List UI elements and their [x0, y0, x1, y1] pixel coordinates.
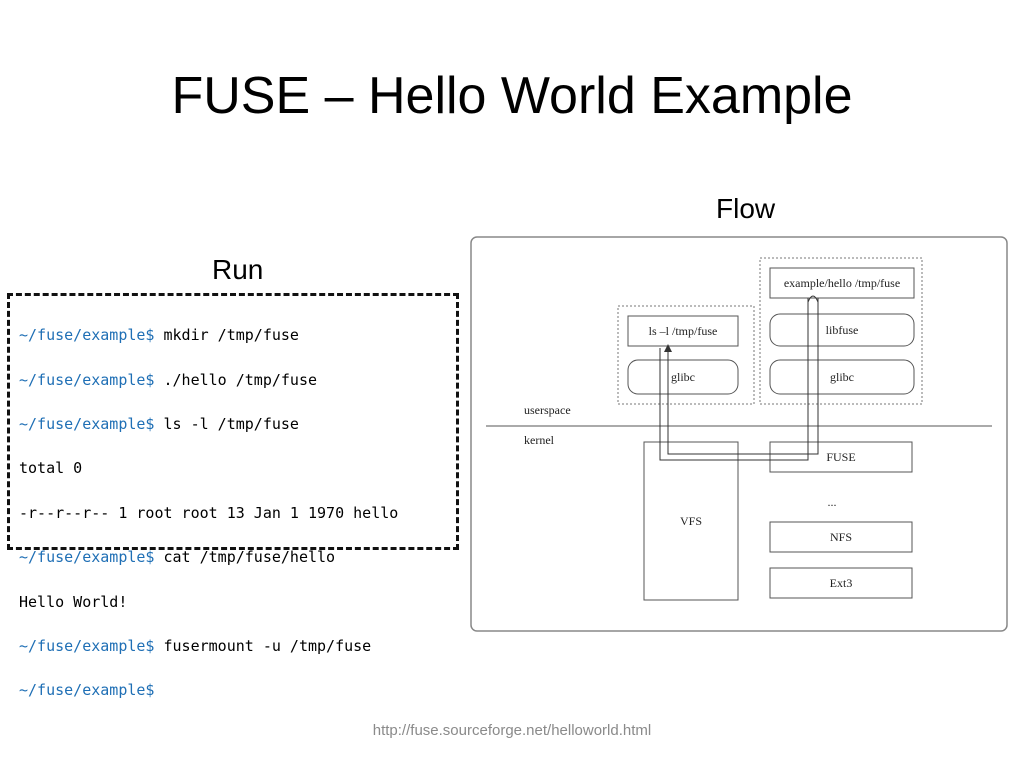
vfs-text: VFS [680, 514, 702, 528]
output-text: Hello World! [19, 592, 128, 611]
terminal-line: ~/fuse/example$ fusermount -u /tmp/fuse [19, 635, 398, 657]
nfs-box [769, 521, 913, 553]
shell-prompt: ~/fuse/example$ [19, 637, 155, 656]
ls-command-text: ls –l /tmp/fuse [649, 324, 718, 338]
terminal-line: ~/fuse/example$ [19, 679, 398, 701]
kernel-label: kernel [524, 433, 555, 447]
example-hello-box [769, 267, 915, 299]
example-process-group [759, 257, 923, 405]
glibc-left-box [627, 359, 739, 395]
output-text: total 0 [19, 459, 83, 478]
shell-prompt: ~/fuse/example$ [19, 370, 155, 389]
glibc-right-box [769, 359, 915, 395]
ls-process-group [617, 305, 755, 405]
terminal-line: ~/fuse/example$ ./hello /tmp/fuse [19, 369, 398, 391]
shell-prompt: ~/fuse/example$ [19, 326, 155, 345]
libfuse-box [769, 313, 915, 347]
shell-prompt: ~/fuse/example$ [19, 415, 155, 434]
output-text: -r--r--r-- 1 root root 13 Jan 1 1970 hel… [19, 503, 399, 522]
terminal-output-box: ~/fuse/example$ mkdir /tmp/fuse ~/fuse/e… [7, 293, 459, 699]
terminal-lines: ~/fuse/example$ mkdir /tmp/fuse ~/fuse/e… [19, 302, 398, 746]
shell-prompt: ~/fuse/example$ [19, 681, 155, 700]
flow-label: Flow [716, 193, 776, 224]
terminal-line: ~/fuse/example$ ls -l /tmp/fuse [19, 413, 398, 435]
command-text: mkdir /tmp/fuse [154, 326, 299, 345]
more-filesystems-ellipsis: ... [828, 495, 837, 509]
ext3-box [769, 567, 913, 599]
command-text: fusermount -u /tmp/fuse [154, 637, 372, 656]
terminal-line: -r--r--r-- 1 root root 13 Jan 1 1970 hel… [19, 502, 398, 524]
shell-prompt: ~/fuse/example$ [19, 548, 155, 567]
terminal-line: ~/fuse/example$ cat /tmp/fuse/hello [19, 546, 398, 568]
vfs-box [643, 441, 739, 601]
run-label: Run [212, 254, 264, 285]
fuse-kernel-text: FUSE [826, 450, 855, 464]
flow-path-loop [807, 295, 819, 303]
command-text: ls -l /tmp/fuse [154, 415, 299, 434]
terminal-line: Hello World! [19, 591, 398, 613]
flow-path-return [664, 298, 819, 455]
terminal-line: ~/fuse/example$ mkdir /tmp/fuse [19, 324, 398, 346]
ext3-text: Ext3 [830, 576, 853, 590]
flow-path-call [659, 298, 809, 461]
libfuse-text: libfuse [826, 323, 859, 337]
source-link[interactable]: http://fuse.sourceforge.net/helloworld.h… [372, 722, 652, 739]
command-text: cat /tmp/fuse/hello [154, 548, 336, 567]
terminal-line: total 0 [19, 457, 398, 479]
slide-title: FUSE – Hello World Example [171, 67, 853, 125]
glibc-right-text: glibc [830, 370, 854, 384]
command-text: ./hello /tmp/fuse [154, 370, 318, 389]
userspace-label: userspace [524, 403, 571, 417]
fuse-kernel-box [769, 441, 913, 473]
ls-command-box [627, 315, 739, 347]
nfs-text: NFS [830, 530, 852, 544]
example-hello-text: example/hello /tmp/fuse [784, 276, 900, 290]
fuse-flow-diagram: ls –l /tmp/fuse glibc example/hello /tmp… [470, 236, 1008, 632]
glibc-left-text: glibc [671, 370, 695, 384]
